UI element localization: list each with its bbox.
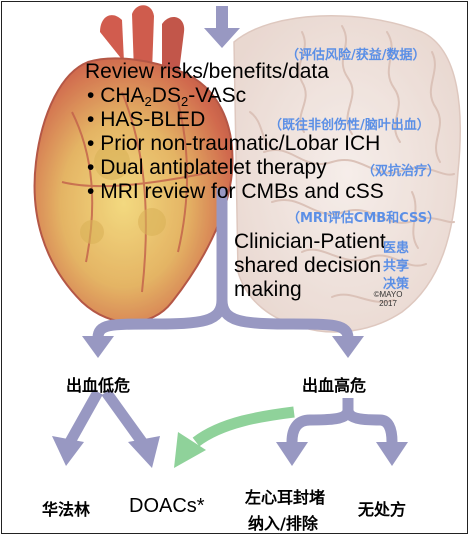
review-item-mri-cn: （MRI评估CMB和CSS） bbox=[287, 211, 441, 226]
review-item-dapt: • Dual antiplatelet therapy bbox=[87, 156, 327, 179]
decision-cn-3: 决策 bbox=[383, 277, 410, 292]
split-connector bbox=[92, 188, 354, 339]
review-title-cn: （评估风险/获益/数据） bbox=[286, 48, 426, 63]
laa-inclusion-exclusion-label: 纳入/排除 bbox=[248, 514, 318, 533]
bullet-icon: • bbox=[87, 180, 95, 203]
review-item-has-bled: • HAS-BLED bbox=[87, 108, 206, 131]
green-arrow-to-doacs bbox=[192, 406, 295, 447]
high-risk-branches bbox=[286, 398, 398, 443]
heart-illustration bbox=[33, 5, 234, 324]
arrow-to-laa bbox=[276, 442, 308, 466]
arrow-to-high-risk bbox=[332, 336, 364, 358]
review-item-dapt-cn: （双抗治疗） bbox=[362, 164, 441, 179]
review-item-has-bled-cn: （既往非创伤性/脑叶出血） bbox=[269, 118, 430, 133]
bullet-icon: • bbox=[87, 108, 95, 131]
review-item-cha2ds2vasc: • CHA2DS2-VASc bbox=[87, 84, 247, 109]
review-item-mri: • MRI review for CMBs and cSS bbox=[87, 180, 384, 203]
arrow-to-low-risk bbox=[82, 336, 114, 358]
warfarin-label: 华法林 bbox=[42, 500, 91, 519]
arrow-to-doacs bbox=[128, 436, 160, 468]
bullet-icon: • bbox=[87, 132, 95, 155]
no-prescription-label: 无处方 bbox=[358, 500, 407, 519]
decision-line-1: Clinician-Patient bbox=[234, 230, 386, 253]
low-risk-branches bbox=[65, 388, 147, 446]
review-title: Review risks/benefits/data bbox=[85, 60, 329, 83]
high-bleeding-risk-label: 出血高危 bbox=[302, 376, 367, 395]
brain-illustration bbox=[233, 15, 462, 333]
laa-occlusion-label: 左心耳封堵 bbox=[245, 488, 326, 507]
decision-cn-2: 共享 bbox=[383, 259, 410, 274]
doacs-label: DOACs* bbox=[129, 495, 205, 517]
arrow-to-warfarin bbox=[52, 436, 84, 466]
arrow-to-no-rx bbox=[376, 442, 408, 466]
entry-arrow bbox=[204, 6, 240, 48]
copyright-mark: ©MAYO 2017 bbox=[373, 290, 403, 308]
bullet-icon: • bbox=[87, 84, 95, 107]
decision-line-3: making bbox=[234, 278, 302, 301]
review-item-prior-ich: • Prior non-traumatic/Lobar ICH bbox=[87, 132, 381, 155]
decision-line-2: shared decision bbox=[234, 254, 382, 277]
low-bleeding-risk-label: 出血低危 bbox=[66, 376, 131, 395]
decision-cn-1: 医患 bbox=[383, 241, 410, 256]
bullet-icon: • bbox=[87, 156, 95, 179]
